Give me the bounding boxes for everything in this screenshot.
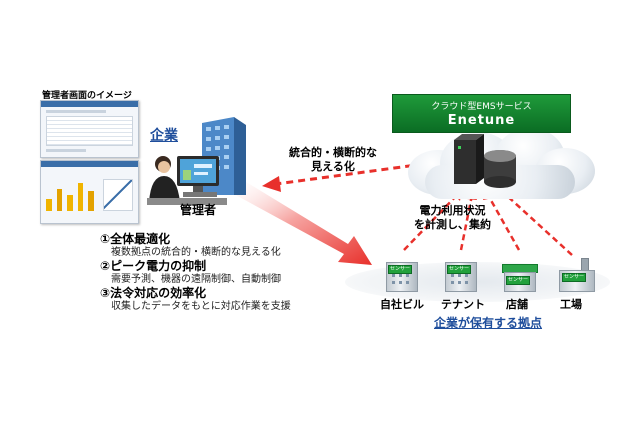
measurement-arrows — [403, 192, 573, 256]
implementation-arrow — [232, 180, 372, 265]
site-tenant-label: テナント — [441, 298, 485, 311]
benefit-description: 需要予測、機器の遠隔制御、自動制御 — [111, 274, 281, 285]
visualization-label: 統合的・横断的な 見える化 — [289, 146, 377, 174]
measurement-label: 電力利用状況 を計測し、集約 — [414, 204, 491, 232]
server-icon — [454, 134, 516, 188]
admin-label: 管理者 — [180, 203, 217, 217]
ems-service-type: クラウド型EMSサービス — [431, 102, 532, 112]
admin-screen-caption: 管理者画面のイメージ — [42, 91, 132, 101]
benefit-title: ②ピーク電力の抑制 — [100, 259, 207, 273]
benefits-list: ①全体最適化 複数拠点の統合的・横断的な見える化 ②ピーク電力の抑制 需要予測、… — [100, 232, 291, 313]
site-factory-label: 工場 — [560, 298, 582, 311]
admin-screen-thumbnail-top — [40, 100, 139, 158]
benefit-title: ③法令対応の効率化 — [100, 286, 207, 300]
sensor-badge: センサー — [506, 276, 531, 285]
visualization-label-line2: 見える化 — [311, 160, 355, 173]
benefit-description: 複数拠点の統合的・横断的な見える化 — [111, 247, 281, 258]
benefit-description: 収集したデータをもとに対応作業を支援 — [111, 301, 291, 312]
site-store-label: 店舗 — [506, 298, 528, 311]
site-store-icon: センサー — [500, 262, 540, 292]
visualization-arrow — [275, 162, 425, 186]
benefit-item: ②ピーク電力の抑制 需要予測、機器の遠隔制御、自動制御 — [100, 259, 291, 286]
site-own-building-icon: センサー — [382, 258, 422, 292]
enterprise-label: 企業 — [150, 128, 178, 144]
benefit-item: ③法令対応の効率化 収集したデータをもとに対応作業を支援 — [100, 286, 291, 313]
site-factory-icon: センサー — [555, 258, 597, 292]
sensor-badge: センサー — [388, 265, 413, 274]
ems-service-banner: クラウド型EMSサービス Enetune — [392, 94, 571, 133]
site-tenant-icon: センサー — [441, 258, 481, 292]
sensor-badge: センサー — [562, 273, 587, 282]
measurement-label-line2: を計測し、集約 — [414, 218, 491, 231]
benefit-item: ①全体最適化 複数拠点の統合的・横断的な見える化 — [100, 232, 291, 259]
ems-service-name: Enetune — [447, 113, 516, 128]
admin-person-icon — [147, 156, 227, 205]
visualization-arrowhead — [262, 176, 281, 192]
visualization-label-line1: 統合的・横断的な — [289, 146, 377, 159]
sensor-badge: センサー — [447, 265, 472, 274]
sites-title: 企業が保有する拠点 — [434, 316, 543, 330]
site-own-building-label: 自社ビル — [380, 298, 424, 311]
admin-screen-thumbnail-bottom — [40, 160, 139, 224]
measurement-label-line1: 電力利用状況 — [419, 204, 486, 217]
benefit-title: ①全体最適化 — [100, 232, 171, 246]
